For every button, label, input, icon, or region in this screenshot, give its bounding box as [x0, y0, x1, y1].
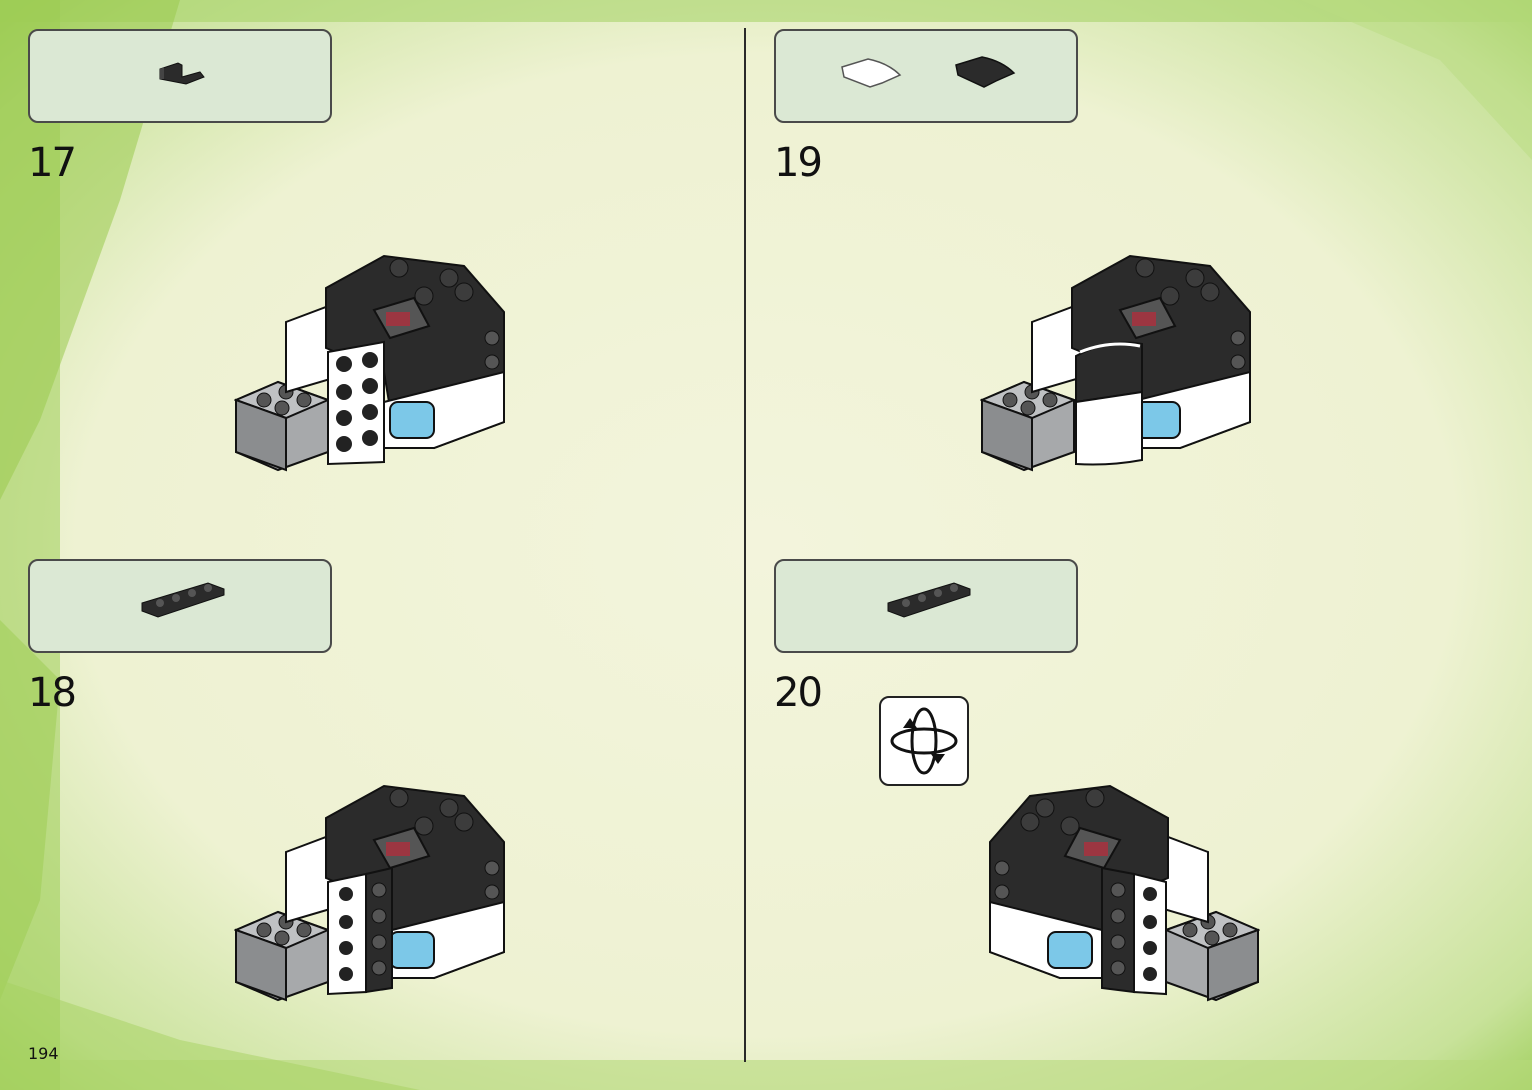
- model-step-20: [980, 782, 1260, 1004]
- parts-callout-20: [774, 559, 1078, 653]
- model-step-19: [980, 252, 1260, 474]
- step-number-17: 17: [28, 140, 75, 186]
- step-number-18: 18: [28, 670, 75, 716]
- rotate-model-icon: [879, 696, 969, 786]
- model-step-18: [234, 782, 514, 1004]
- page-divider: [744, 28, 746, 1062]
- model-step-17: [234, 252, 514, 474]
- step-number-19: 19: [774, 140, 821, 186]
- step-number-20: 20: [774, 670, 821, 716]
- parts-callout-18: [28, 559, 332, 653]
- plate-1x4-part: [30, 561, 334, 655]
- parts-callout-17: [28, 29, 332, 123]
- curved-slopes-parts: [776, 31, 1080, 125]
- parts-callout-19: [774, 29, 1078, 123]
- page-number: 194: [28, 1044, 59, 1063]
- plate-1x4-part: [776, 561, 1080, 655]
- bracket-plate-part: [30, 31, 334, 125]
